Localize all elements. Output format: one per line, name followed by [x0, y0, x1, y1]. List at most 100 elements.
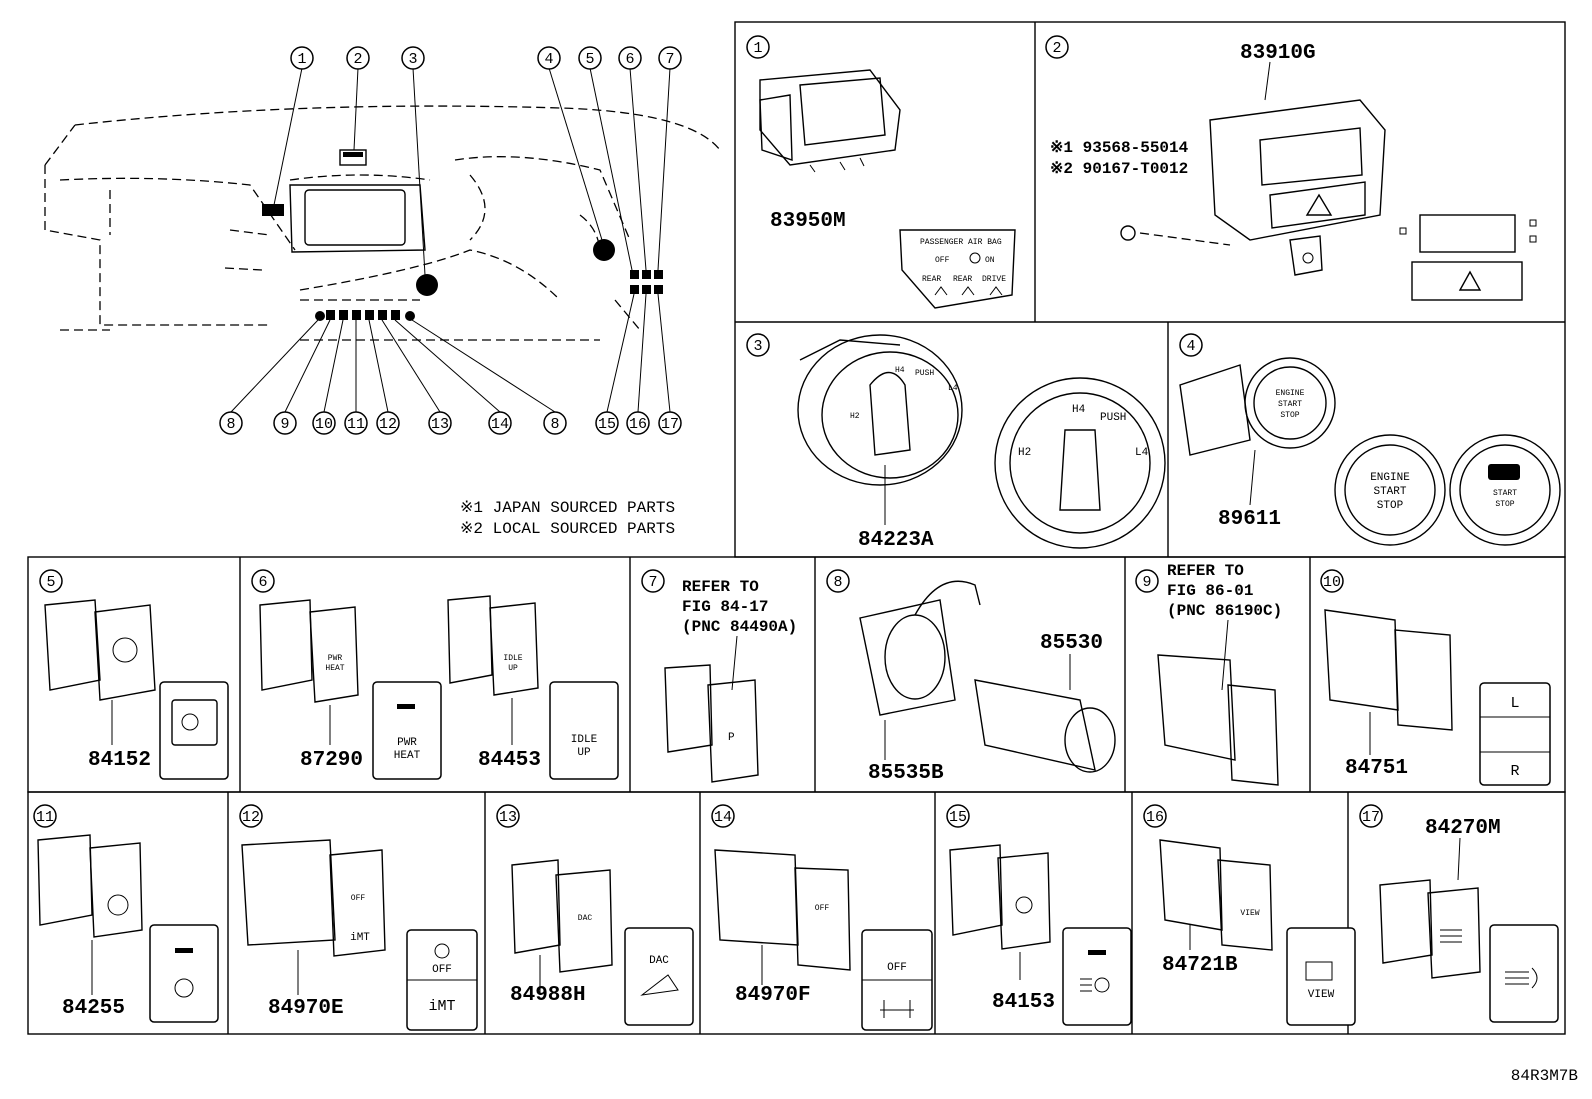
ref-90167-T0012: ※2 90167-T0012	[1050, 160, 1188, 178]
part-83950M: 83950M	[770, 210, 846, 233]
panel-13-number: 13	[499, 809, 517, 826]
btn-a-line3: STOP	[1280, 411, 1299, 420]
part-84270M: 84270M	[1425, 817, 1501, 840]
diagram-code: 84R3M7B	[1511, 1067, 1578, 1085]
view-a-label: VIEW	[1240, 909, 1259, 918]
panel-15: 15 84153	[946, 804, 1132, 1026]
panel-12: 12 OFF iMT 84970E OFF iMT	[239, 804, 478, 1031]
callout-1: 1	[297, 51, 306, 68]
imt-a-label: iMT	[350, 932, 370, 944]
panel-17-number: 17	[1362, 809, 1380, 826]
panel-1-number: 1	[753, 40, 762, 57]
idle-b-1: IDLE	[571, 734, 598, 746]
panel-16-number: 16	[1146, 809, 1164, 826]
part-84970E: 84970E	[268, 997, 344, 1020]
panel-14: 14 OFF 84970F OFF	[711, 804, 933, 1031]
off-a-label: OFF	[815, 904, 830, 913]
push-label-b: PUSH	[1100, 412, 1126, 424]
panel-11-number: 11	[36, 809, 54, 826]
panel-2-number: 2	[1052, 40, 1061, 57]
callout-16: 16	[629, 416, 647, 433]
ref7-line3: (PNC 84490A)	[682, 618, 797, 636]
callout-15: 15	[598, 416, 616, 433]
panel-12-number: 12	[242, 809, 260, 826]
callout-9: 9	[280, 416, 289, 433]
note-local: ※2 LOCAL SOURCED PARTS	[460, 520, 675, 538]
panel-13: 13 DAC 84988H DAC	[496, 804, 694, 1026]
part-84255: 84255	[62, 997, 125, 1020]
h2-label-b: H2	[1018, 447, 1031, 459]
panel-9-number: 9	[1142, 574, 1151, 591]
label-rear-a: REAR	[922, 275, 941, 284]
panel-3-number: 3	[753, 338, 762, 355]
l4-label-a: L4	[948, 384, 958, 393]
part-84153: 84153	[992, 991, 1055, 1014]
panel-6-number: 6	[258, 574, 267, 591]
btn-b-line3: STOP	[1377, 500, 1404, 512]
part-89611: 89611	[1218, 508, 1281, 531]
label-rear-b: REAR	[953, 275, 972, 284]
panel-4-number: 4	[1186, 338, 1195, 355]
panel-15-number: 15	[949, 809, 967, 826]
panel-8: 8 85535B 85530	[826, 569, 1116, 785]
btn-gr-line2: STOP	[1495, 500, 1514, 509]
pwr-a-2: HEAT	[325, 664, 344, 673]
ref9-line1: REFER TO	[1167, 562, 1244, 580]
panel-7-number: 7	[648, 574, 657, 591]
panel-2: 2 83910G ※1 93568-55014 ※2 90167-T0012	[1045, 35, 1537, 301]
panel-10-number: 10	[1323, 574, 1341, 591]
btn-b-line1: ENGINE	[1370, 472, 1410, 484]
panel-11: 11 84255	[33, 804, 219, 1023]
panel-6: 6 PWR HEAT 87290 PWR HEAT IDLE UP 84453 …	[251, 569, 619, 780]
seat-r-label: R	[1510, 763, 1519, 780]
overview-callouts-top: 1 2 3 4 5 6 7	[290, 46, 682, 70]
btn-a-line1: ENGINE	[1276, 389, 1305, 398]
panel-5: 5 84152	[39, 569, 229, 780]
part-84152: 84152	[88, 749, 151, 772]
h2-label-a: H2	[850, 412, 860, 421]
pwr-b-2: HEAT	[394, 750, 421, 762]
part-84988H: 84988H	[510, 984, 586, 1007]
callout-14: 14	[491, 416, 509, 433]
callout-5: 5	[585, 51, 594, 68]
label-passenger-airbag: PASSENGER AIR BAG	[920, 238, 1002, 247]
part-85530: 85530	[1040, 632, 1103, 655]
note-japan: ※1 JAPAN SOURCED PARTS	[460, 499, 675, 517]
panel-10: 10 84751 L R	[1320, 569, 1551, 786]
park-sensor-glyph: P	[728, 732, 735, 744]
part-85535B: 85535B	[868, 762, 944, 785]
callout-12: 12	[379, 416, 397, 433]
ref7-line1: REFER TO	[682, 578, 759, 596]
h4-label-b: H4	[1072, 404, 1086, 416]
callout-2: 2	[353, 51, 362, 68]
panel-8-number: 8	[833, 574, 842, 591]
idle-b-2: UP	[577, 747, 591, 759]
idle-a-1: IDLE	[503, 654, 522, 663]
view-b-label: VIEW	[1308, 989, 1335, 1001]
part-84751: 84751	[1345, 757, 1408, 780]
ref9-line2: FIG 86-01	[1167, 582, 1253, 600]
dac-a-label: DAC	[578, 914, 593, 923]
ref9-line3: (PNC 86190C)	[1167, 602, 1282, 620]
callout-17: 17	[661, 416, 679, 433]
btn-a-line2: START	[1278, 400, 1302, 409]
panel-14-number: 14	[714, 809, 732, 826]
part-84721B: 84721B	[1162, 954, 1238, 977]
callout-10: 10	[315, 416, 333, 433]
imt-b-off: OFF	[432, 964, 452, 976]
part-84453: 84453	[478, 749, 541, 772]
seat-l-label: L	[1510, 695, 1519, 712]
callout-7: 7	[665, 51, 674, 68]
panel-17: 17 84270M	[1359, 804, 1559, 1023]
callout-4: 4	[544, 51, 553, 68]
pwr-b-1: PWR	[397, 737, 417, 749]
panel-16: 16 VIEW 84721B VIEW	[1143, 804, 1356, 1026]
ref7-line2: FIG 84-17	[682, 598, 768, 616]
imt-a-off: OFF	[351, 894, 366, 903]
panel-grid	[27, 21, 1566, 1035]
idle-a-2: UP	[508, 664, 518, 673]
btn-gr-line1: START	[1493, 489, 1517, 498]
dac-b-label: DAC	[649, 955, 669, 967]
l4-label-b: L4	[1135, 447, 1149, 459]
